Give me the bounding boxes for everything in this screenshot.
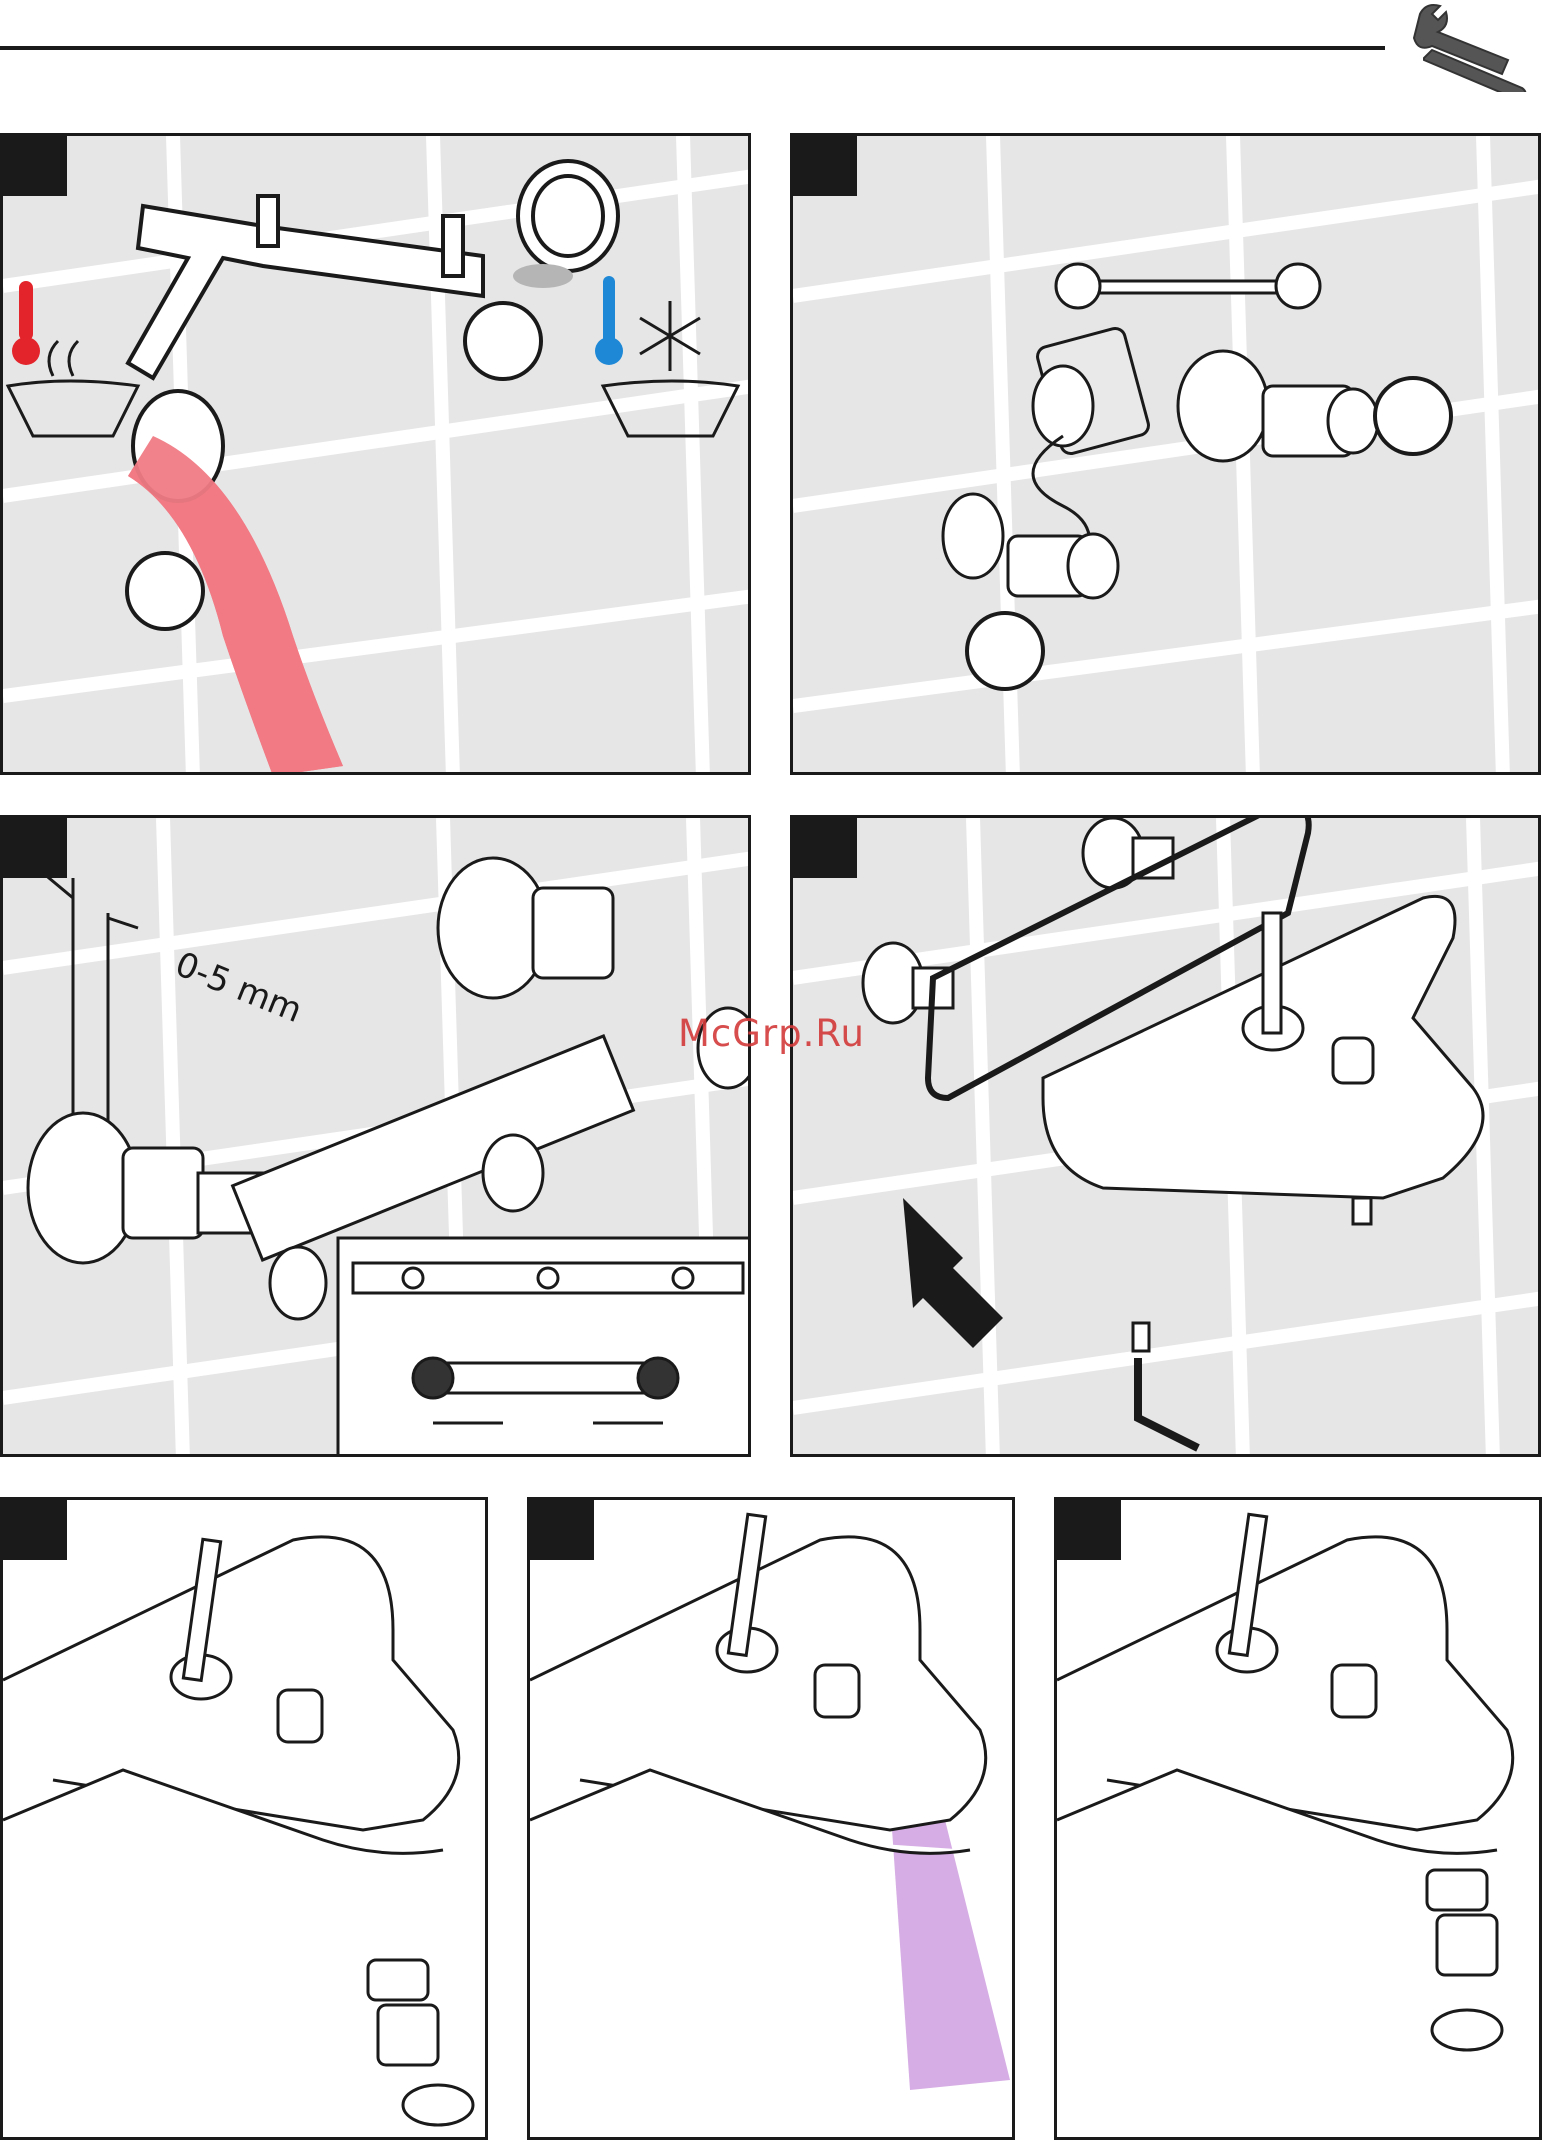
step-number-box	[3, 1500, 67, 1560]
step-number-box	[530, 1500, 594, 1560]
watermark: McGrp.Ru	[678, 1012, 865, 1055]
step-panel-4	[790, 815, 1541, 1457]
step-number-box	[793, 818, 857, 878]
step-number-box	[3, 818, 67, 878]
panel-3-illustration: 0-5 mm	[3, 818, 751, 1457]
thermometer-hot-icon	[12, 281, 40, 365]
allen-key-icon	[1138, 1358, 1198, 1448]
wrench-icon	[1056, 264, 1320, 308]
step-panel-2	[790, 133, 1541, 775]
step-number-box	[3, 136, 67, 196]
step-panel-7	[1054, 1497, 1542, 2140]
panel-4-illustration	[793, 818, 1541, 1457]
panel-6-illustration	[530, 1500, 1015, 2140]
step-panel-5	[0, 1497, 488, 2140]
panel-5-illustration	[3, 1500, 488, 2140]
panel-7-illustration	[1057, 1500, 1542, 2140]
water-stream	[890, 1800, 1010, 2090]
step-number-box	[793, 136, 857, 196]
step-number-box	[1057, 1500, 1121, 1560]
dimension-label: 0-5 mm	[170, 944, 308, 1031]
panel-2-illustration	[793, 136, 1541, 775]
thermometer-cold-icon	[595, 276, 623, 365]
step-panel-6	[527, 1497, 1015, 2140]
tools-icon	[1410, 0, 1542, 92]
panel-1-illustration	[3, 136, 751, 775]
header-rule	[0, 46, 1385, 50]
step-panel-3: 0-5 mm	[0, 815, 751, 1457]
step-panel-1	[0, 133, 751, 775]
